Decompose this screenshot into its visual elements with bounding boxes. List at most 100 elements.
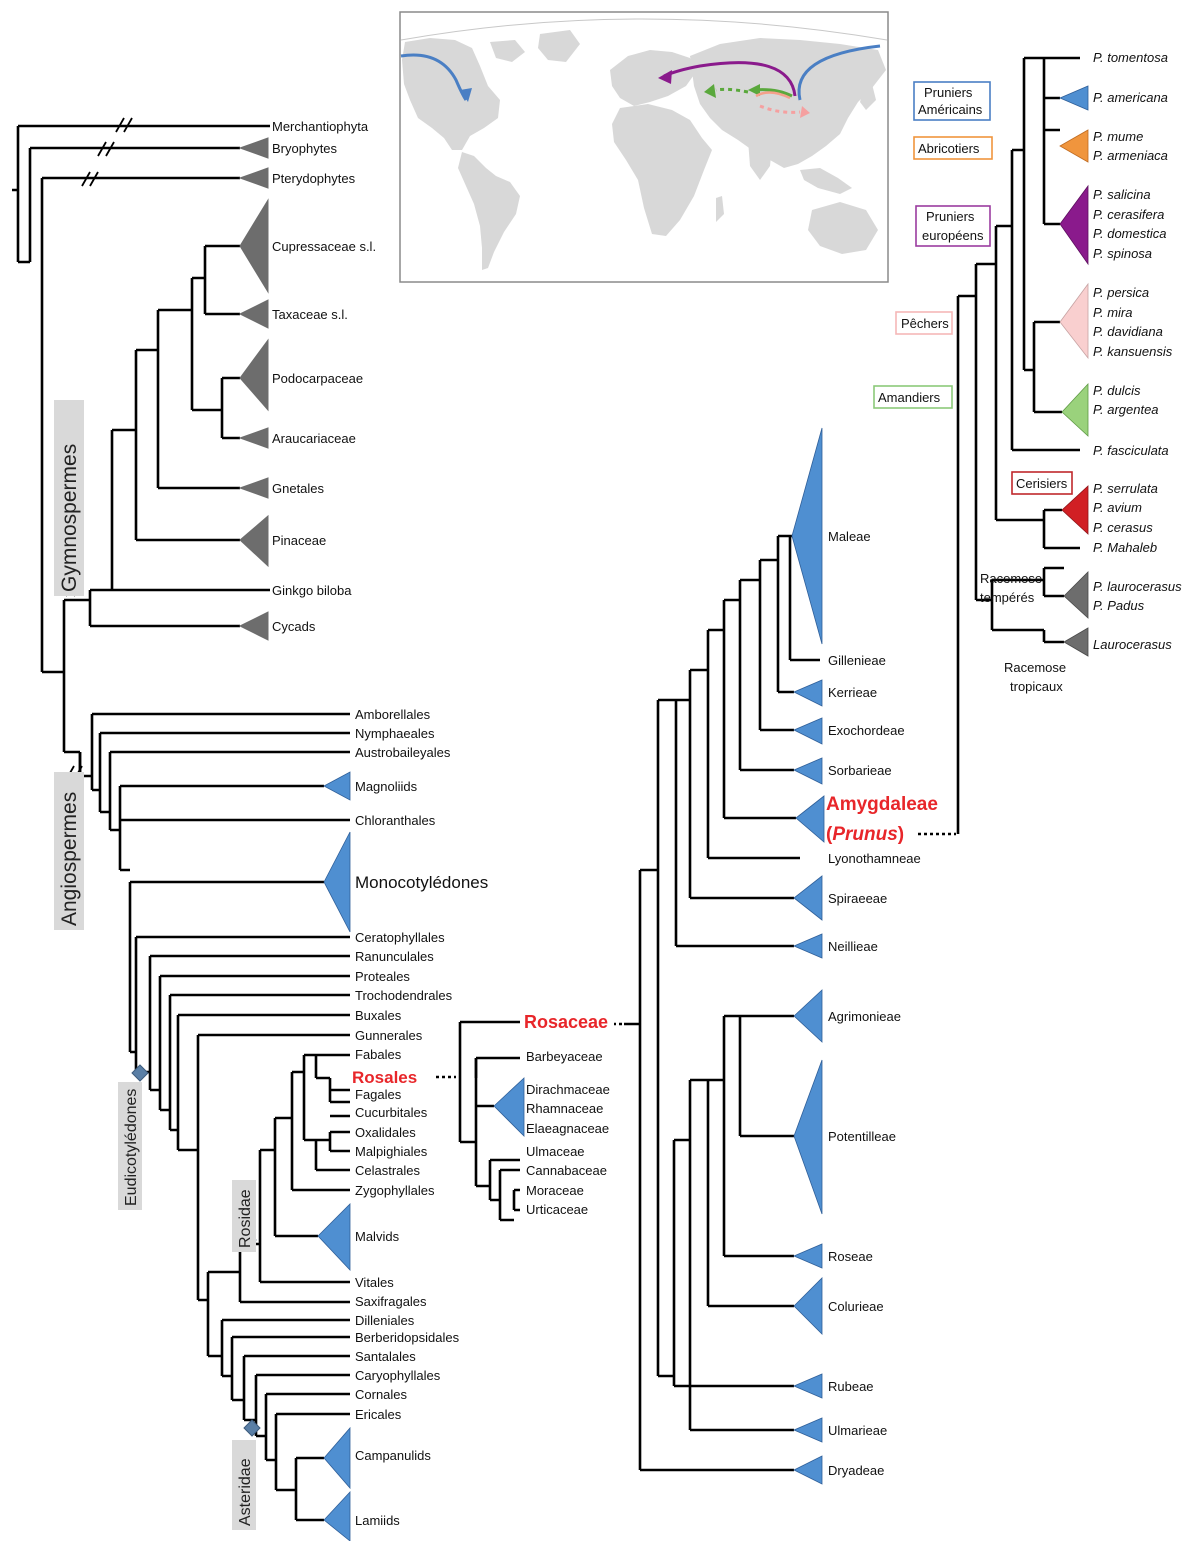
tip-label: Dirachmaceae	[526, 1082, 610, 1097]
abricotiers-label: Abricotiers	[918, 141, 980, 156]
tip-label: P. cerasifera	[1093, 207, 1164, 222]
tip-label: Saxifragales	[355, 1294, 427, 1309]
tip-label: Trochodendrales	[355, 988, 453, 1003]
tip-label: P. tomentosa	[1093, 50, 1168, 65]
tip-label: Santalales	[355, 1349, 416, 1364]
angiospermes-label: Angiospermes	[58, 792, 81, 926]
pruniers-europeens-label: européens	[922, 228, 984, 243]
tip-label: Cornales	[355, 1387, 408, 1402]
tip-label: P. dulcis	[1093, 383, 1141, 398]
tip-label: Cupressaceae s.l.	[272, 239, 376, 254]
tip-label: P. fasciculata	[1093, 443, 1169, 458]
tip-label: Maleae	[828, 529, 871, 544]
tip-label: Cucurbitales	[355, 1105, 428, 1120]
prunus-label: (Prunus)	[826, 824, 904, 845]
rosales-label: Rosales	[352, 1068, 417, 1087]
racemose-temperes-label: Racemose	[980, 571, 1042, 586]
tip-label: Dryadeae	[828, 1463, 884, 1478]
tip-label: Taxaceae s.l.	[272, 307, 348, 322]
tip-label: Ceratophyllales	[355, 930, 445, 945]
prunus-name: Prunus	[832, 824, 897, 845]
tip-label: Spiraeeae	[828, 891, 887, 906]
rosaceae-label: Rosaceae	[524, 1012, 608, 1032]
tip-label: P. kansuensis	[1093, 344, 1173, 359]
tip-label: P. mume	[1093, 129, 1143, 144]
tip-label: P. Padus	[1093, 598, 1145, 613]
tip-label: Campanulids	[355, 1448, 431, 1463]
tip-label: P. mira	[1093, 305, 1133, 320]
tip-label: Celastrales	[355, 1163, 421, 1178]
cerisiers-label: Cerisiers	[1016, 476, 1068, 491]
tip-label: Vitales	[355, 1275, 394, 1290]
tip-label: P. laurocerasus	[1093, 579, 1182, 594]
tip-label: Caryophyllales	[355, 1368, 441, 1383]
tip-label: Cannabaceae	[526, 1163, 607, 1178]
tip-label: Barbeyaceae	[526, 1049, 603, 1064]
tip-label: Monocotylédones	[355, 873, 488, 892]
prunus-tree	[956, 56, 1080, 834]
tip-label: Zygophyllales	[355, 1183, 435, 1198]
tip-label: Moraceae	[526, 1183, 584, 1198]
rosales-tree	[458, 1020, 520, 1222]
tip-label: Ginkgo biloba	[272, 583, 352, 598]
tip-label: Podocarpaceae	[272, 371, 363, 386]
pruniers-americains-label: Pruniers	[924, 85, 973, 100]
tip-label: Urticaceae	[526, 1202, 588, 1217]
angiosperm-clade-triangles	[317, 771, 351, 1541]
peach-route-arrow	[759, 104, 801, 114]
rosales-triangles	[493, 1077, 525, 1137]
gymnosperm-clade-triangles	[238, 137, 269, 641]
tip-label: P. argentea	[1093, 402, 1159, 417]
tip-label: Amborellales	[355, 707, 431, 722]
tip-label: Gunnerales	[355, 1028, 423, 1043]
rosaceae-tree	[624, 534, 820, 1472]
racemose-temperes-label: tempérés	[980, 590, 1035, 605]
rosaceae-labels: Maleae Gillenieae Kerrieae Exochordeae S…	[826, 529, 938, 1478]
tip-label: Rhamnaceae	[526, 1101, 603, 1116]
gymnospermes-label: Gymnospermes	[58, 444, 81, 592]
tip-label: Austrobaileyales	[355, 745, 451, 760]
tip-label: Dilleniales	[355, 1313, 415, 1328]
prunus-open: (	[826, 824, 833, 845]
tip-label: Sorbarieae	[828, 763, 892, 778]
tip-label: Berberidopsidales	[355, 1330, 460, 1345]
tip-label: P. davidiana	[1093, 324, 1163, 339]
group-labels: Gymnospermes Angiospermes Eudicotylédone…	[54, 400, 256, 1530]
prunus-labels: P. tomentosa P. americana P. mume P. arm…	[980, 50, 1182, 694]
tip-label: Pinaceae	[272, 533, 326, 548]
rosaceae-triangles	[791, 427, 825, 1485]
tip-label: Nymphaeales	[355, 726, 435, 741]
tip-label: Ulmarieae	[828, 1423, 887, 1438]
tip-label: Lamiids	[355, 1513, 400, 1528]
tip-label: Oxalidales	[355, 1125, 416, 1140]
tip-label: Ericales	[355, 1407, 402, 1422]
tip-label: P. domestica	[1093, 226, 1166, 241]
tip-label: Ulmaceae	[526, 1144, 585, 1159]
tip-label: Chloranthales	[355, 813, 436, 828]
tip-label: P. avium	[1093, 500, 1142, 515]
tip-label: Gnetales	[272, 481, 325, 496]
world-map-inset	[399, 11, 889, 283]
tip-label: Araucariaceae	[272, 431, 356, 446]
tip-label: Proteales	[355, 969, 410, 984]
amandiers-label: Amandiers	[878, 390, 941, 405]
tip-label: Gillenieae	[828, 653, 886, 668]
tip-label: Lyonothamneae	[828, 851, 921, 866]
rosales-labels: Rosaceae Barbeyaceae Dirachmaceae Rhamna…	[524, 1012, 610, 1217]
tip-label: Buxales	[355, 1008, 402, 1023]
tip-label: Fabales	[355, 1047, 402, 1062]
tip-label: Pterydophytes	[272, 171, 356, 186]
tip-label: Magnoliids	[355, 779, 418, 794]
tip-label: Bryophytes	[272, 141, 338, 156]
tip-label: Rubeae	[828, 1379, 874, 1394]
tip-label: Cycads	[272, 619, 316, 634]
eudicotyledones-label: Eudicotylédones	[123, 1089, 140, 1206]
tip-label: P. serrulata	[1093, 481, 1158, 496]
tip-label: Fagales	[355, 1087, 402, 1102]
continents	[402, 30, 886, 270]
left-tree-labels: Merchantiophyta Bryophytes Pterydophytes…	[272, 119, 488, 1528]
tip-label: P. Mahaleb	[1093, 540, 1157, 555]
tip-label: Malvids	[355, 1229, 400, 1244]
tip-label: Roseae	[828, 1249, 873, 1264]
